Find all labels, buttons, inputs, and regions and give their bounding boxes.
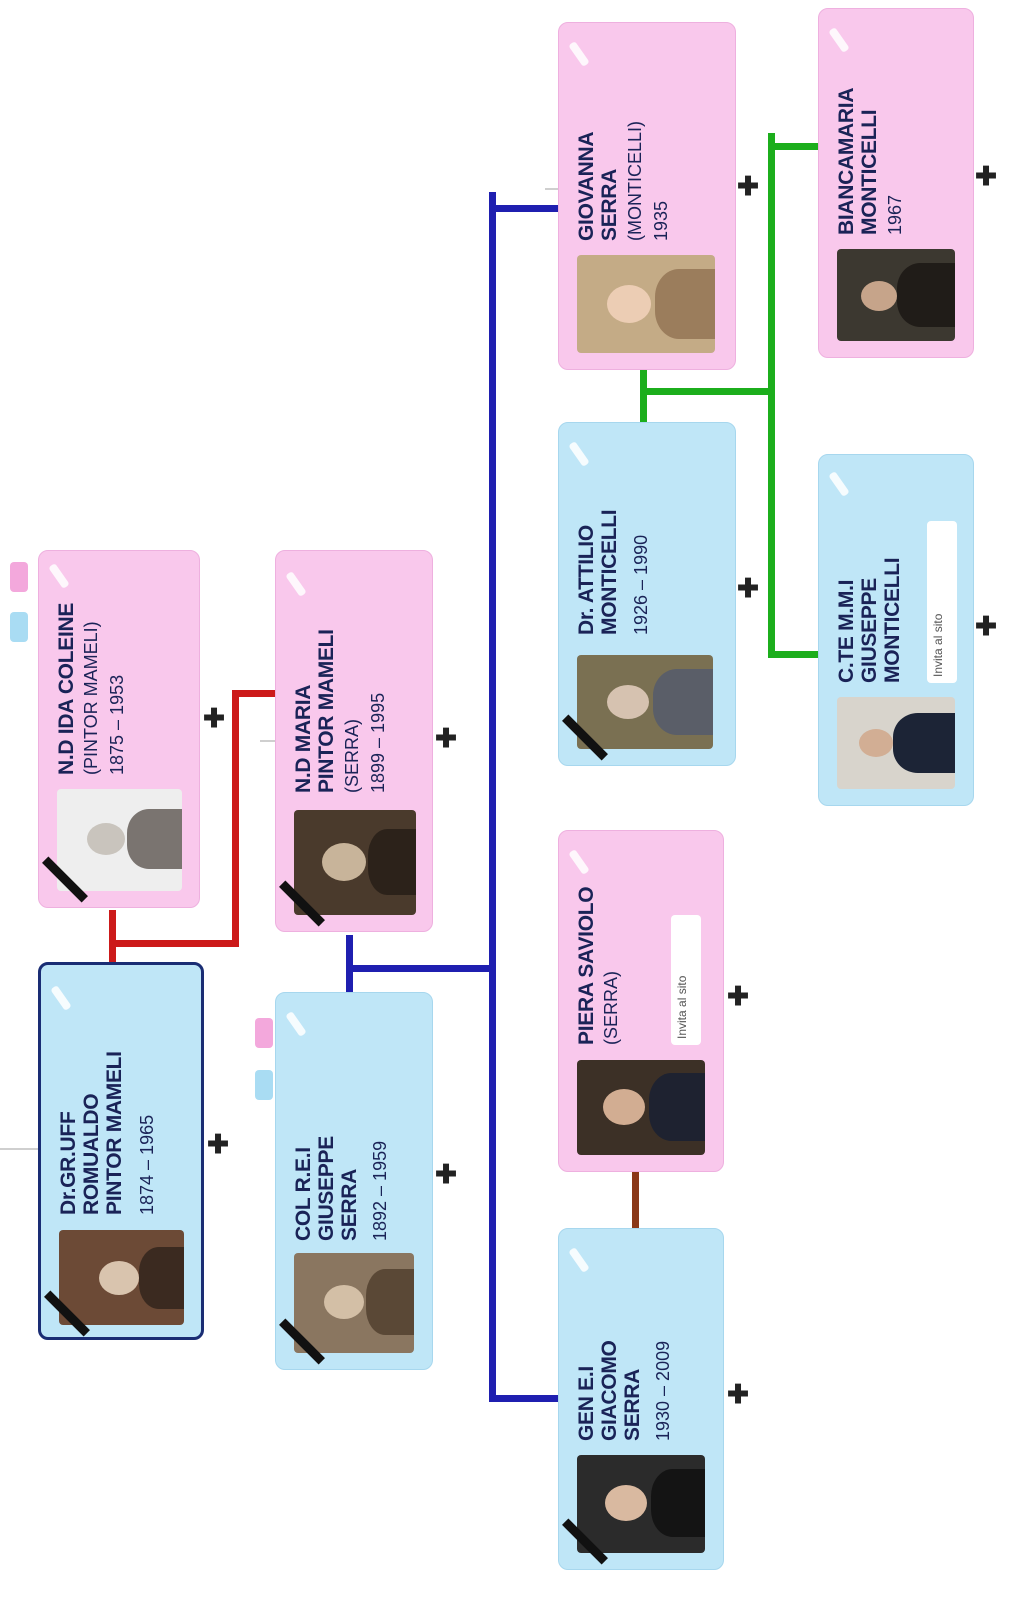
person-name: N.D IDA COLEINE	[55, 602, 78, 775]
avatar	[837, 697, 955, 789]
female-chip[interactable]	[10, 562, 28, 592]
person-card-romualdo[interactable]: Dr.GR.UFF ROMUALDO PINTOR MAMELI 1874 – …	[38, 962, 204, 1340]
avatar	[577, 1455, 705, 1553]
edit-icon[interactable]	[285, 571, 307, 597]
add-relative-button[interactable]: ✚	[727, 981, 749, 1011]
person-name: C.TE M.M.I GIUSEPPE MONTICELLI	[835, 557, 904, 683]
descendant-line-red-vertical	[232, 690, 239, 947]
edit-icon[interactable]	[568, 849, 590, 875]
descendant-line-green	[640, 388, 775, 395]
couple-line-giacomo-piera	[632, 1172, 639, 1228]
add-relative-button[interactable]: ✚	[435, 1159, 457, 1189]
person-card-attilio[interactable]: Dr. ATTILIO MONTICELLI 1926 – 1990	[558, 422, 736, 766]
avatar	[577, 655, 713, 749]
descendant-line-red	[109, 940, 239, 947]
person-name: GIOVANNA SERRA	[575, 131, 621, 241]
couple-line-giuseppe-maria	[346, 935, 353, 993]
descendant-line-red-to-maria	[232, 690, 282, 697]
person-maiden-name: (PINTOR MAMELI)	[81, 621, 101, 775]
person-dates: 1926 – 1990	[631, 534, 651, 635]
person-dates: 1935	[651, 200, 671, 241]
ancestor-stub	[545, 188, 565, 190]
couple-line-romualdo-ida	[109, 910, 116, 968]
person-name: GEN E.I GIACOMO SERRA	[575, 1340, 644, 1441]
person-name: N.D MARIA PINTOR MAMELI	[292, 629, 338, 793]
person-name: PIERA SAVIOLO	[575, 886, 598, 1045]
add-relative-button[interactable]: ✚	[435, 723, 457, 753]
invite-button[interactable]: Invita al sito	[671, 915, 701, 1045]
person-name: Dr.GR.UFF ROMUALDO PINTOR MAMELI	[57, 1051, 126, 1215]
person-card-maria[interactable]: N.D MARIA PINTOR MAMELI (SERRA) 1899 – 1…	[275, 550, 433, 932]
add-relative-button[interactable]: ✚	[737, 171, 759, 201]
edit-icon[interactable]	[48, 563, 70, 589]
add-relative-button[interactable]: ✚	[207, 1129, 229, 1159]
add-relative-button[interactable]: ✚	[975, 161, 997, 191]
avatar	[577, 1060, 705, 1155]
couple-line-attilio-giovanna	[640, 370, 647, 422]
avatar	[57, 789, 182, 891]
avatar	[577, 255, 715, 353]
person-maiden-name: (SERRA)	[342, 718, 362, 793]
person-card-piera[interactable]: PIERA SAVIOLO (SERRA) Invita al sito	[558, 830, 724, 1172]
person-maiden-name: (SERRA)	[601, 970, 621, 1045]
person-name: COL R.E.I GIUSEPPE SERRA	[292, 1136, 361, 1241]
person-card-giuseppe-monticelli[interactable]: C.TE M.M.I GIUSEPPE MONTICELLI Invita al…	[818, 454, 974, 806]
descendant-line-blue-vertical	[489, 192, 496, 1402]
edit-icon[interactable]	[50, 985, 72, 1011]
person-dates: 1899 – 1995	[368, 692, 388, 793]
person-card-ida[interactable]: N.D IDA COLEINE (PINTOR MAMELI) 1875 – 1…	[38, 550, 200, 908]
edit-icon[interactable]	[828, 27, 850, 53]
person-dates: 1875 – 1953	[107, 674, 127, 775]
avatar	[294, 1253, 414, 1353]
descendant-line-blue	[346, 965, 491, 972]
descendant-line-green-to-biancamaria	[768, 143, 823, 150]
edit-icon[interactable]	[568, 1247, 590, 1273]
person-card-giacomo[interactable]: GEN E.I GIACOMO SERRA 1930 – 2009	[558, 1228, 724, 1570]
avatar	[294, 810, 416, 915]
person-dates: 1967	[885, 194, 905, 235]
person-card-giuseppe-serra[interactable]: COL R.E.I GIUSEPPE SERRA 1892 – 1959	[275, 992, 433, 1370]
avatar	[837, 249, 955, 341]
add-relative-button[interactable]: ✚	[975, 611, 997, 641]
female-chip[interactable]	[255, 1018, 273, 1048]
person-maiden-name: (MONTICELLI)	[625, 120, 645, 241]
edit-icon[interactable]	[828, 471, 850, 497]
ancestor-stub	[0, 1148, 40, 1150]
person-card-biancamaria[interactable]: BIANCAMARIA MONTICELLI 1967	[818, 8, 974, 358]
edit-icon[interactable]	[568, 41, 590, 67]
person-name: Dr. ATTILIO MONTICELLI	[575, 509, 621, 635]
edit-icon[interactable]	[568, 441, 590, 467]
avatar	[59, 1230, 184, 1325]
person-card-giovanna[interactable]: GIOVANNA SERRA (MONTICELLI) 1935	[558, 22, 736, 370]
male-chip[interactable]	[255, 1070, 273, 1100]
add-relative-button[interactable]: ✚	[203, 703, 225, 733]
descendant-line-green-to-giuseppe	[768, 651, 823, 658]
person-dates: 1930 – 2009	[653, 1340, 673, 1441]
descendant-line-blue-to-giacomo	[489, 1395, 564, 1402]
descendant-line-green-vertical	[768, 133, 775, 658]
person-dates: 1892 – 1959	[370, 1140, 390, 1241]
invite-button[interactable]: Invita al sito	[927, 521, 957, 683]
add-relative-button[interactable]: ✚	[737, 573, 759, 603]
person-name: BIANCAMARIA MONTICELLI	[835, 87, 881, 235]
edit-icon[interactable]	[285, 1011, 307, 1037]
add-relative-button[interactable]: ✚	[727, 1379, 749, 1409]
male-chip[interactable]	[10, 612, 28, 642]
person-dates: 1874 – 1965	[137, 1114, 157, 1215]
descendant-line-blue-to-giovanna	[489, 205, 564, 212]
ancestor-stub	[260, 740, 280, 742]
